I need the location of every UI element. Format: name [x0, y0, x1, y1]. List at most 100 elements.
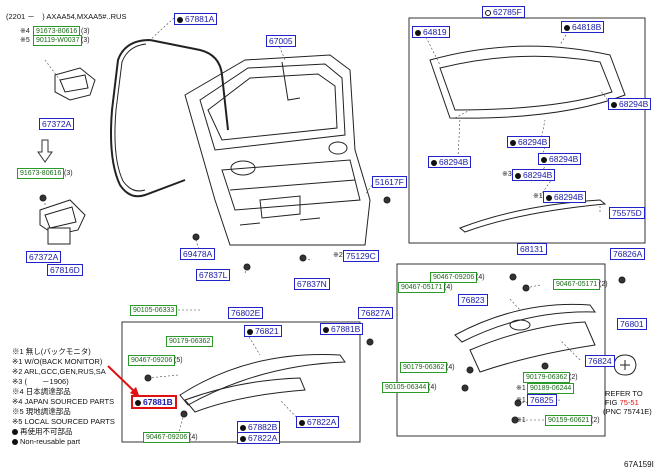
- marker-note: ※1: [516, 385, 526, 392]
- part-76802e[interactable]: 76802E: [228, 307, 264, 319]
- non-reusable-icon: [564, 24, 570, 31]
- part-68294b[interactable]: 68294B: [538, 153, 582, 165]
- back-door-weatherstrip-drawing: [110, 39, 229, 198]
- legend-line: 再使用不可部品: [12, 427, 73, 436]
- part-75129c[interactable]: 75129C: [343, 250, 379, 262]
- part-69478a[interactable]: 69478A: [180, 248, 216, 260]
- fastener-drawings: [39, 194, 626, 424]
- part-67816d[interactable]: 67816D: [47, 264, 83, 276]
- part-67372a[interactable]: 67372A: [39, 118, 75, 130]
- code-90105-06333[interactable]: 90105-06333: [130, 305, 178, 316]
- part-67372a[interactable]: 67372A: [26, 251, 62, 263]
- non-reusable-icon: [546, 194, 552, 201]
- legend-line: ※4 JAPAN SOURCED PARTS: [12, 397, 115, 406]
- part-67881b[interactable]: 67881B: [320, 323, 364, 335]
- qty-suffix: (5): [174, 357, 183, 364]
- code-90179-06362[interactable]: 90179-06362: [523, 372, 571, 383]
- qty-suffix: (2): [599, 281, 608, 288]
- part-number: 68294B: [518, 137, 548, 147]
- qty-suffix: (2): [591, 417, 600, 424]
- part-number: 67881A: [185, 14, 215, 24]
- part-number: 67882B: [248, 422, 278, 432]
- non-reusable-icon: [299, 419, 305, 426]
- part-68294b[interactable]: 68294B: [428, 156, 472, 168]
- refer-note: REFER TO: [605, 389, 643, 398]
- part-76821[interactable]: 76821: [244, 325, 282, 337]
- part-67005[interactable]: 67005: [266, 35, 296, 47]
- part-76825[interactable]: 76825: [527, 394, 557, 406]
- code-90467-05171[interactable]: 90467-05171: [553, 279, 601, 290]
- rear-spoiler-drawing: [429, 45, 626, 233]
- part-75575d[interactable]: 75575D: [609, 207, 645, 219]
- qty-suffix: (4): [446, 364, 455, 371]
- part-64819[interactable]: 64819: [412, 26, 450, 38]
- part-76824[interactable]: 76824: [585, 355, 615, 367]
- part-51617f[interactable]: 51617F: [372, 176, 407, 188]
- legend-line: ※2 ARL,GCC,GEN,RUS,SA: [12, 367, 106, 376]
- part-number: 68294B: [439, 157, 469, 167]
- code-90179-06362[interactable]: 90179-06362: [166, 336, 214, 347]
- part-67822a[interactable]: 67822A: [237, 432, 281, 444]
- highlight-arrow-line: [107, 365, 137, 394]
- code-90105-06344[interactable]: 90105-06344: [382, 382, 430, 393]
- part-number: 68294B: [619, 99, 649, 109]
- code-90189-06244[interactable]: 90189-06244: [527, 383, 575, 394]
- part-number: 68294B: [549, 154, 579, 164]
- part-number: 67881B: [331, 324, 361, 334]
- refer-fig-link[interactable]: 75-51: [619, 398, 639, 407]
- part-76827a[interactable]: 76827A: [358, 307, 394, 319]
- qty-suffix: (4): [444, 284, 453, 291]
- marker-note: ※4: [20, 28, 30, 35]
- non-reusable-icon: [247, 328, 253, 335]
- code-90467-09206[interactable]: 90467-09206: [430, 272, 478, 283]
- part-67881a[interactable]: 67881A: [174, 13, 218, 25]
- legend-line: ※5 LOCAL SOURCED PARTS: [12, 417, 115, 426]
- part-64818b[interactable]: 64818B: [561, 21, 605, 33]
- part-76826a[interactable]: 76826A: [610, 248, 646, 260]
- legend-line: ※1 W/O(BACK MONITOR): [12, 357, 103, 366]
- code-90119-w0037[interactable]: 90119-W0037: [33, 35, 83, 46]
- marker-note: ※1: [516, 397, 526, 404]
- code-90467-05171[interactable]: 90467-05171: [398, 282, 446, 293]
- code-90179-06362[interactable]: 90179-06362: [400, 362, 448, 373]
- part-number: 76821: [255, 326, 279, 336]
- non-reusable-icon: [515, 172, 521, 179]
- garnish-section-frame: [396, 263, 606, 437]
- non-reusable-icon: [12, 429, 18, 436]
- non-reusable-icon: [135, 399, 141, 406]
- legend-text: 再使用不可部品: [20, 427, 73, 436]
- code-90467-09206[interactable]: 90467-09206: [143, 432, 191, 443]
- code-90467-09206[interactable]: 90467-09206: [128, 355, 176, 366]
- part-68294b[interactable]: 68294B: [608, 98, 652, 110]
- legend-line: ※3 ( －1906): [12, 377, 69, 386]
- non-reusable-icon: [12, 439, 18, 446]
- qty-suffix: (3): [81, 37, 90, 44]
- part-number: 67881B: [143, 397, 173, 407]
- part-62785f[interactable]: 62785F: [482, 6, 525, 18]
- marker-note: ※1: [533, 193, 543, 200]
- part-68294b[interactable]: 68294B: [512, 169, 556, 181]
- part-number: 67822A: [248, 433, 278, 443]
- code-91673-60616[interactable]: 91673-80616: [17, 168, 65, 179]
- qty-suffix: (3): [81, 28, 90, 35]
- qty-suffix: (4): [189, 434, 198, 441]
- back-door-panel-drawing: [184, 54, 371, 246]
- legend-line: ※1 無し(バックモニタ): [12, 347, 91, 356]
- part-67837n[interactable]: 67837N: [294, 278, 330, 290]
- part-68294b[interactable]: 68294B: [543, 191, 587, 203]
- marker-note: ※5: [20, 37, 30, 44]
- code-90159-60621[interactable]: 90159-60621: [545, 415, 593, 426]
- part-67881b-highlighted[interactable]: 67881B: [131, 395, 177, 409]
- qty-suffix: (4): [476, 274, 485, 281]
- part-67837l[interactable]: 67837L: [196, 269, 231, 281]
- non-reusable-icon: [510, 139, 516, 146]
- part-76823[interactable]: 76823: [458, 294, 488, 306]
- legend-line: Non-reusable part: [12, 437, 80, 446]
- part-67822a[interactable]: 67822A: [296, 416, 340, 428]
- part-68294b[interactable]: 68294B: [507, 136, 551, 148]
- part-68131[interactable]: 68131: [517, 243, 547, 255]
- legend-line: ※4 日本調達部品: [12, 387, 71, 396]
- non-reusable-icon: [323, 326, 329, 333]
- refer-note: FIG 75-51: [605, 398, 639, 407]
- part-76801[interactable]: 76801: [617, 318, 647, 330]
